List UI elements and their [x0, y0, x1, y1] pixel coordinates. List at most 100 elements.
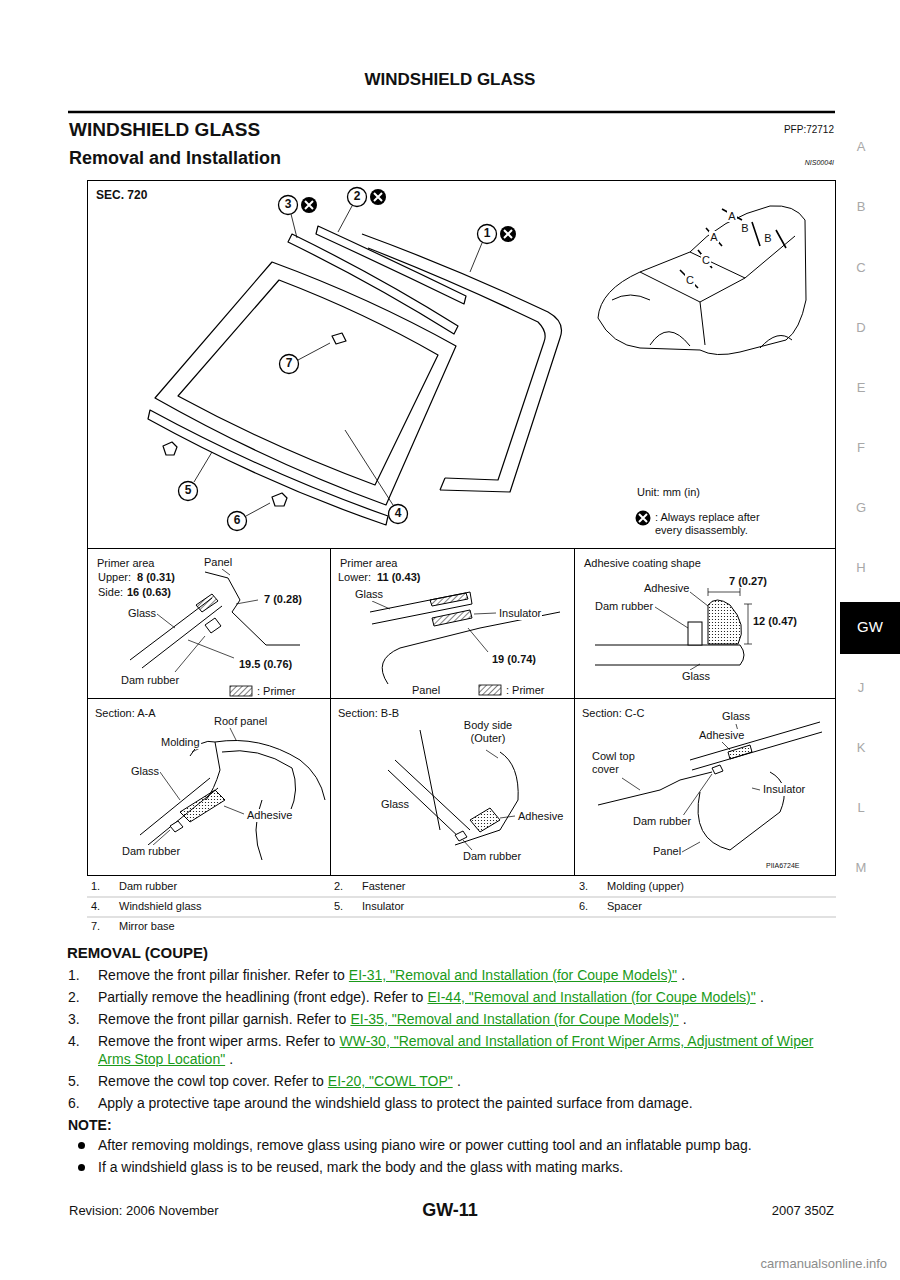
- callout-circle: [389, 505, 408, 524]
- replace-symbol: [301, 189, 516, 242]
- legend-sample: [479, 685, 501, 695]
- body-text: Partially remove the headlining (front e…: [98, 989, 423, 1005]
- paragraph: After removing moldings, remove glass us…: [68, 1136, 838, 1154]
- primer-upper-section: [130, 569, 300, 672]
- side-tab-letter: D: [855, 321, 866, 336]
- legend-sample: [230, 511, 651, 697]
- primer-upper-section: [236, 600, 258, 604]
- label: Unit: mm (in): [636, 486, 701, 499]
- label: Lower:: [337, 571, 372, 584]
- label: 4.: [90, 900, 101, 913]
- label: GW-11: [421, 1200, 479, 1221]
- label: 19.5 (0.76): [238, 658, 293, 671]
- section-c-c: [728, 745, 752, 759]
- primer-lower-section: [370, 592, 560, 684]
- label: Adhesive: [517, 810, 564, 823]
- car-sketch: [690, 236, 795, 278]
- label: Side:: [97, 586, 124, 599]
- label: 2007 350Z: [771, 1204, 835, 1219]
- tab-text: GW: [856, 618, 884, 635]
- step-number: 5.: [68, 1072, 80, 1090]
- body-text: Remove the front wiper arms. Refer to: [98, 1033, 335, 1049]
- side-tab-letter: K: [856, 741, 867, 756]
- label: Adhesive: [246, 809, 293, 822]
- adhesive-shape-section: [708, 600, 742, 644]
- side-tab-letter: E: [856, 381, 867, 396]
- paragraph: 4.Remove the front wiper arms. Refer toW…: [68, 1032, 838, 1068]
- label: PIIA6724E: [765, 862, 800, 870]
- car-sketch: [760, 336, 792, 349]
- replace-symbol: [500, 226, 516, 242]
- leader-line: [194, 206, 482, 516]
- label: Panel: [652, 845, 682, 858]
- section-c-c: [690, 722, 822, 770]
- side-tab-letter: B: [856, 200, 867, 215]
- label: Dam rubber: [462, 850, 522, 863]
- side-tab-letter: H: [855, 561, 866, 576]
- page-rule: [68, 111, 835, 114]
- section-c-c: [598, 722, 822, 852]
- legend-text: : Primer: [505, 684, 546, 697]
- paragraph: 6.Apply a protective tape around the win…: [68, 1094, 838, 1112]
- panel-heading: Primer area: [339, 557, 398, 570]
- paragraph: If a windshield glass is to be reused, m…: [68, 1158, 838, 1176]
- primer-lower-section: [432, 610, 472, 626]
- label: Molding: [160, 736, 201, 749]
- chapter-tab: GW: [840, 602, 900, 654]
- section-b-b: [420, 730, 440, 830]
- label: Glass: [721, 710, 751, 723]
- side-tab-letter: G: [855, 501, 867, 516]
- windshield-exploded-view: [288, 234, 458, 334]
- replace-symbol: [305, 201, 313, 209]
- label: 7 (0.28): [263, 593, 303, 606]
- label: 5.: [333, 900, 344, 913]
- replace-symbol: [639, 514, 647, 522]
- label: Fastener: [361, 880, 406, 893]
- side-tab-letter: J: [857, 681, 866, 696]
- page-rule: [68, 112, 836, 917]
- adhesive-shape-section: [595, 645, 744, 665]
- section-letter: B: [740, 222, 749, 235]
- section-b-b: [455, 831, 467, 841]
- body-text: Remove the cowl top cover. Refer to: [98, 1073, 324, 1089]
- label: Windshield glass: [118, 900, 203, 913]
- callout-number: 3: [284, 198, 293, 212]
- reference-link: EI-31, "Removal and Installation (for Co…: [349, 967, 677, 983]
- windshield-exploded-view: [163, 442, 177, 455]
- paragraph: NOTE:: [68, 1116, 838, 1134]
- label: Dam rubber: [118, 880, 178, 893]
- step-number: 1.: [68, 966, 80, 984]
- label: Mirror base: [118, 920, 176, 933]
- adhesive-shape-section: [688, 622, 702, 645]
- windshield-exploded-view: [332, 333, 346, 344]
- primer-upper-section: [205, 618, 221, 633]
- leader-line: [345, 430, 393, 505]
- section-a-a: [170, 821, 183, 832]
- label: 12 (0.47): [752, 615, 798, 628]
- step-number: 2.: [68, 988, 80, 1006]
- leader-line: [194, 452, 212, 482]
- panel-heading: Primer area: [96, 557, 155, 570]
- side-tab-letter: F: [856, 441, 866, 456]
- windshield-exploded-view: [272, 493, 287, 506]
- section-letter: C: [685, 274, 695, 287]
- side-tab-letter: C: [855, 261, 866, 276]
- reference-link: EI-20, "COWL TOP": [328, 1073, 453, 1089]
- body-text: Remove the front pillar garnish. Refer t…: [98, 1011, 346, 1027]
- car-sketch: [700, 302, 705, 345]
- step-number: 4.: [68, 1032, 80, 1050]
- section-a-a: [180, 790, 225, 822]
- callout-number: 5: [184, 484, 193, 498]
- primer-sample: [230, 686, 252, 696]
- car-sketch: [598, 206, 806, 355]
- replace-symbol: [504, 230, 512, 238]
- legend-sample: [230, 686, 252, 696]
- label: 2.: [333, 880, 344, 893]
- label: 6.: [578, 900, 589, 913]
- panel-heading: Section: B-B: [337, 707, 400, 720]
- label: Panel: [203, 556, 233, 569]
- body-text: .: [457, 1073, 461, 1089]
- label: Adhesive: [643, 582, 690, 595]
- panel-heading: Section: C-C: [581, 707, 645, 720]
